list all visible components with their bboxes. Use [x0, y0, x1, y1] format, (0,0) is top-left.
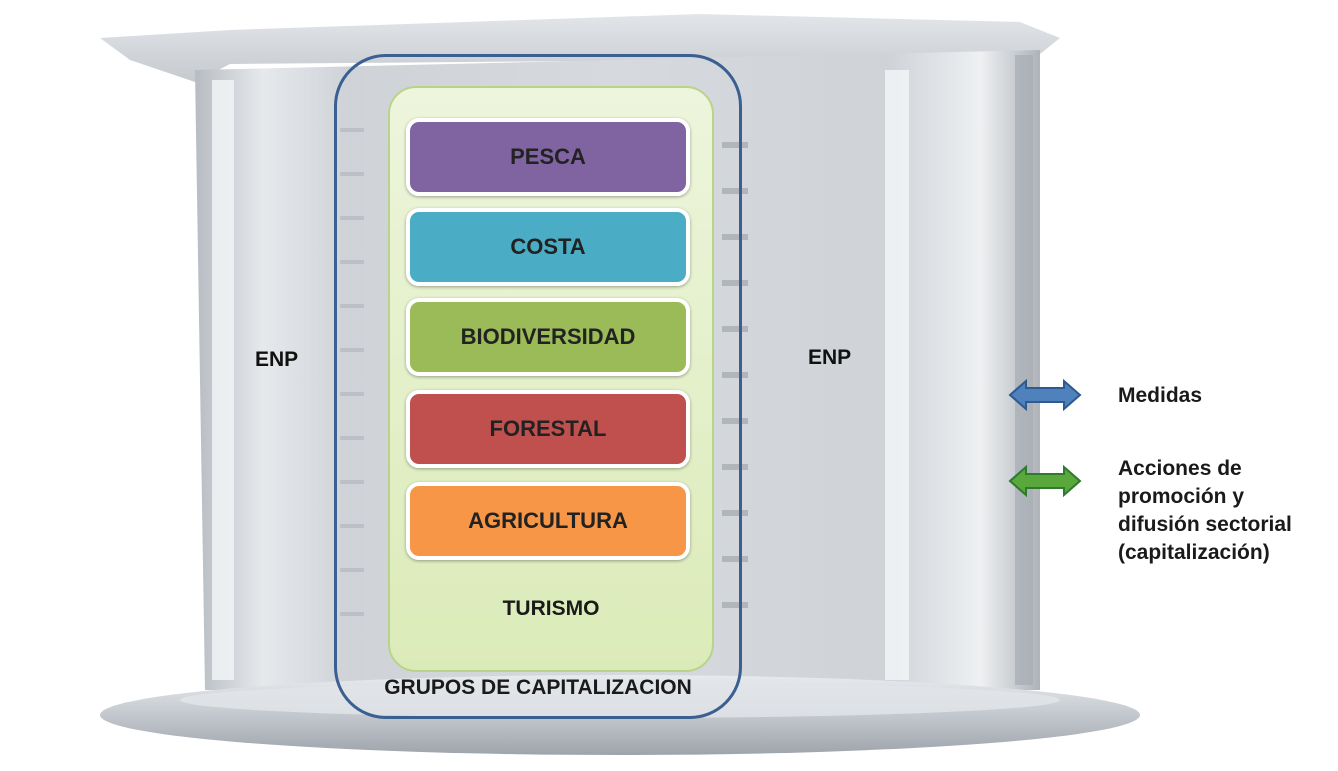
capitalization-groups-frame: [334, 54, 742, 719]
enp-label-right: ENP: [808, 346, 852, 369]
double-arrow-icon: [1008, 465, 1082, 497]
sector-box-biodiversidad: BIODIVERSIDAD: [406, 298, 690, 376]
sector-box-forestal: FORESTAL: [406, 390, 690, 468]
double-arrow-icon: [1008, 379, 1082, 411]
enp-label-left: ENP: [255, 348, 299, 371]
beaker-rim: [100, 14, 1060, 82]
sector-box-pesca: PESCA: [406, 118, 690, 196]
tourism-label: TURISMO: [502, 597, 600, 620]
legend-label-medidas: Medidas: [1118, 384, 1203, 407]
sector-box-agricultura: AGRICULTURA: [406, 482, 690, 560]
capitalization-groups-label: GRUPOS DE CAPITALIZACION: [384, 676, 692, 699]
legend-label-acciones: Acciones de promoción y difusión sectori…: [1118, 457, 1292, 564]
sector-box-costa: COSTA: [406, 208, 690, 286]
